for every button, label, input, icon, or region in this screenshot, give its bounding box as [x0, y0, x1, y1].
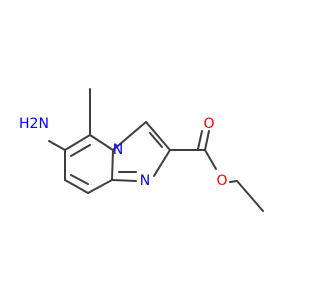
bond-n1-c8a: [111, 179, 137, 182]
bond-carbonyl-double-a: [204, 130, 210, 151]
bond-c8-c7: [64, 179, 89, 194]
bond-c8-c7-inner: [70, 174, 89, 185]
bond-ethyl-ch2-ch3: [236, 180, 264, 212]
bond-c5-n4: [89, 134, 114, 151]
bond-ester-o-ethyl-ch2: [229, 180, 238, 183]
bond-c3-c2-inner: [149, 132, 163, 148]
nitrogen-bridgehead-label: N: [113, 142, 123, 158]
bond-c6-amine: [48, 140, 66, 151]
bond-c5-c6-inner: [70, 144, 91, 157]
bond-layer: [48, 88, 264, 212]
bond-c8a-c8: [87, 179, 113, 194]
molecule-structure: H2N N N O O: [19, 88, 264, 212]
atom-labels: H2N N N O O: [19, 116, 227, 189]
structure-canvas: H2N N N O O: [19, 88, 264, 212]
ester-oxygen-label: O: [216, 173, 227, 189]
bond-carbonyl-double-b: [197, 130, 203, 150]
bond-c6-c5: [64, 134, 91, 151]
bond-n4-c8a: [111, 149, 114, 181]
nitrogen-imine-label: N: [140, 173, 150, 189]
amine-label: H2N: [19, 116, 49, 132]
bond-n4-c3: [112, 121, 147, 151]
bond-carbonyl-ester-o: [204, 149, 217, 170]
bond-c3-c2: [145, 121, 171, 151]
bond-c2-n1: [153, 149, 171, 177]
carbonyl-oxygen-label: O: [203, 116, 214, 132]
